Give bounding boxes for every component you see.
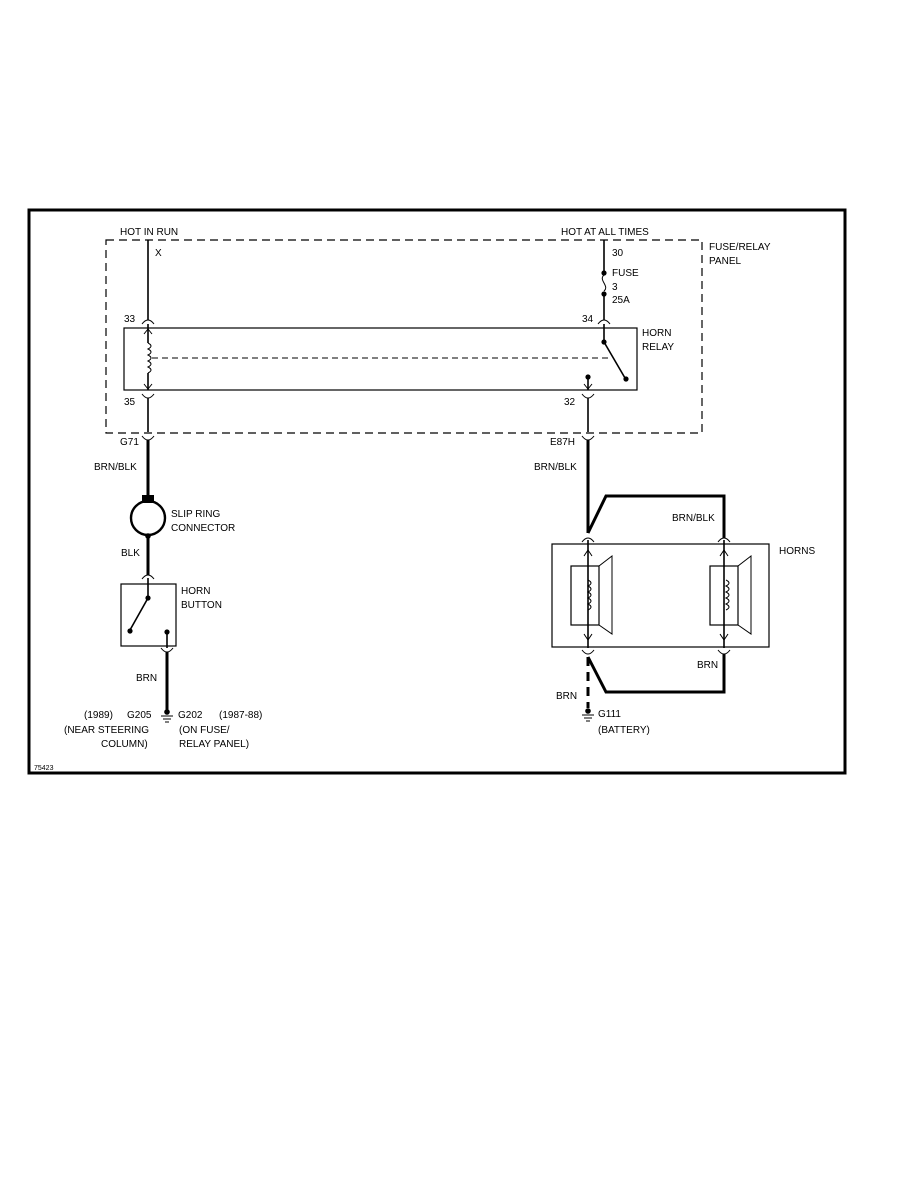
slip-ring-label-2: CONNECTOR [171,523,235,534]
g202-year-label: (1987-88) [219,710,262,721]
g205-year-label: (1989) [84,710,113,721]
relay-output-arrow [583,383,593,390]
wire-brn-blk-horns-label: BRN/BLK [672,513,715,524]
wire-brn-left-label: BRN [136,673,157,684]
hot-in-run-label: HOT IN RUN [120,227,178,238]
horn-button-blade [129,597,149,631]
relay-coil-arrow-top [143,328,153,335]
g202-label: G202 [178,710,203,721]
horn-1-icon [570,540,613,648]
fuse-relay-panel-label-2: PANEL [709,256,741,267]
fuse-rating-label: 25A [612,295,630,306]
horn-button-contact-left [127,628,133,634]
g202-location-label: (ON FUSE/ [179,725,230,736]
horn-button-label: HORN [181,586,210,597]
figure-id: 75423 [34,765,54,772]
g205-location-label: (NEAR STEERING [64,725,149,736]
g71-label: G71 [120,437,139,448]
connector-horn-2-in [717,537,731,543]
wire-brn-blk-horns [586,494,726,538]
ground-g205-g202-terminal [164,709,170,715]
wire-brn-blk-right-label: BRN/BLK [534,462,577,473]
relay-switch-contact [623,376,629,382]
horn-2-icon [709,540,752,648]
connector-32 [581,393,595,399]
connector-horn-1-in [581,537,595,543]
horn-button-label-2: BUTTON [181,600,222,611]
slip-ring-label: SLIP RING [171,509,220,520]
connector-e87h [581,435,595,441]
g111-label: G111 [598,709,621,720]
fuse-relay-panel-label: FUSE/RELAY [709,242,771,253]
connector-horn-1-out [581,649,595,655]
fuse-icon [601,274,607,292]
g111-location-label: (BATTERY) [598,725,650,736]
horns-label: HORNS [779,546,815,557]
wire-brn-blk-left-label: BRN/BLK [94,462,137,473]
connector-horn-button [141,574,155,580]
horn-relay-box [123,327,638,391]
slip-ring-connector-icon [129,499,167,537]
g205-location-label-2: COLUMN) [101,739,148,750]
pin-34-label: 34 [582,314,594,325]
wire-brn-horns [586,654,726,694]
connector-35 [141,393,155,399]
relay-coil-icon [146,342,152,374]
fuse-label: FUSE [612,268,639,279]
pin-32-label: 32 [564,397,576,408]
horn-relay-label-2: RELAY [642,342,674,353]
pin-35-label: 35 [124,397,136,408]
connector-33 [141,319,155,325]
circuit-30-label: 30 [612,248,624,259]
wire-brn-ground-label: BRN [556,691,577,702]
wire-blk-label: BLK [121,548,140,559]
connector-34 [597,319,611,325]
relay-coil-arrow-bottom [143,383,153,390]
fuse-terminal-top [601,270,607,276]
connector-horn-button-out [160,647,174,653]
diagram-frame [27,208,847,775]
x-mark: X [155,248,162,259]
wire-brn-horns-label: BRN [697,660,718,671]
g202-location-label-2: RELAY PANEL) [179,739,249,750]
ground-g111-terminal [585,708,591,714]
horn-relay-label: HORN [642,328,671,339]
horns-box [551,543,770,648]
fuse-number-label: 3 [612,282,618,293]
fuse-terminal-bottom [601,291,607,297]
pin-33-label: 33 [124,314,136,325]
g205-label: G205 [127,710,152,721]
fuse-relay-panel-box [105,239,703,434]
connector-g71 [141,435,155,441]
hot-at-all-times-label: HOT AT ALL TIMES [561,227,649,238]
connector-horn-2-out [717,649,731,655]
relay-switch-blade [603,341,626,379]
e87h-label: E87H [550,437,575,448]
slip-ring-terminal [142,495,154,503]
